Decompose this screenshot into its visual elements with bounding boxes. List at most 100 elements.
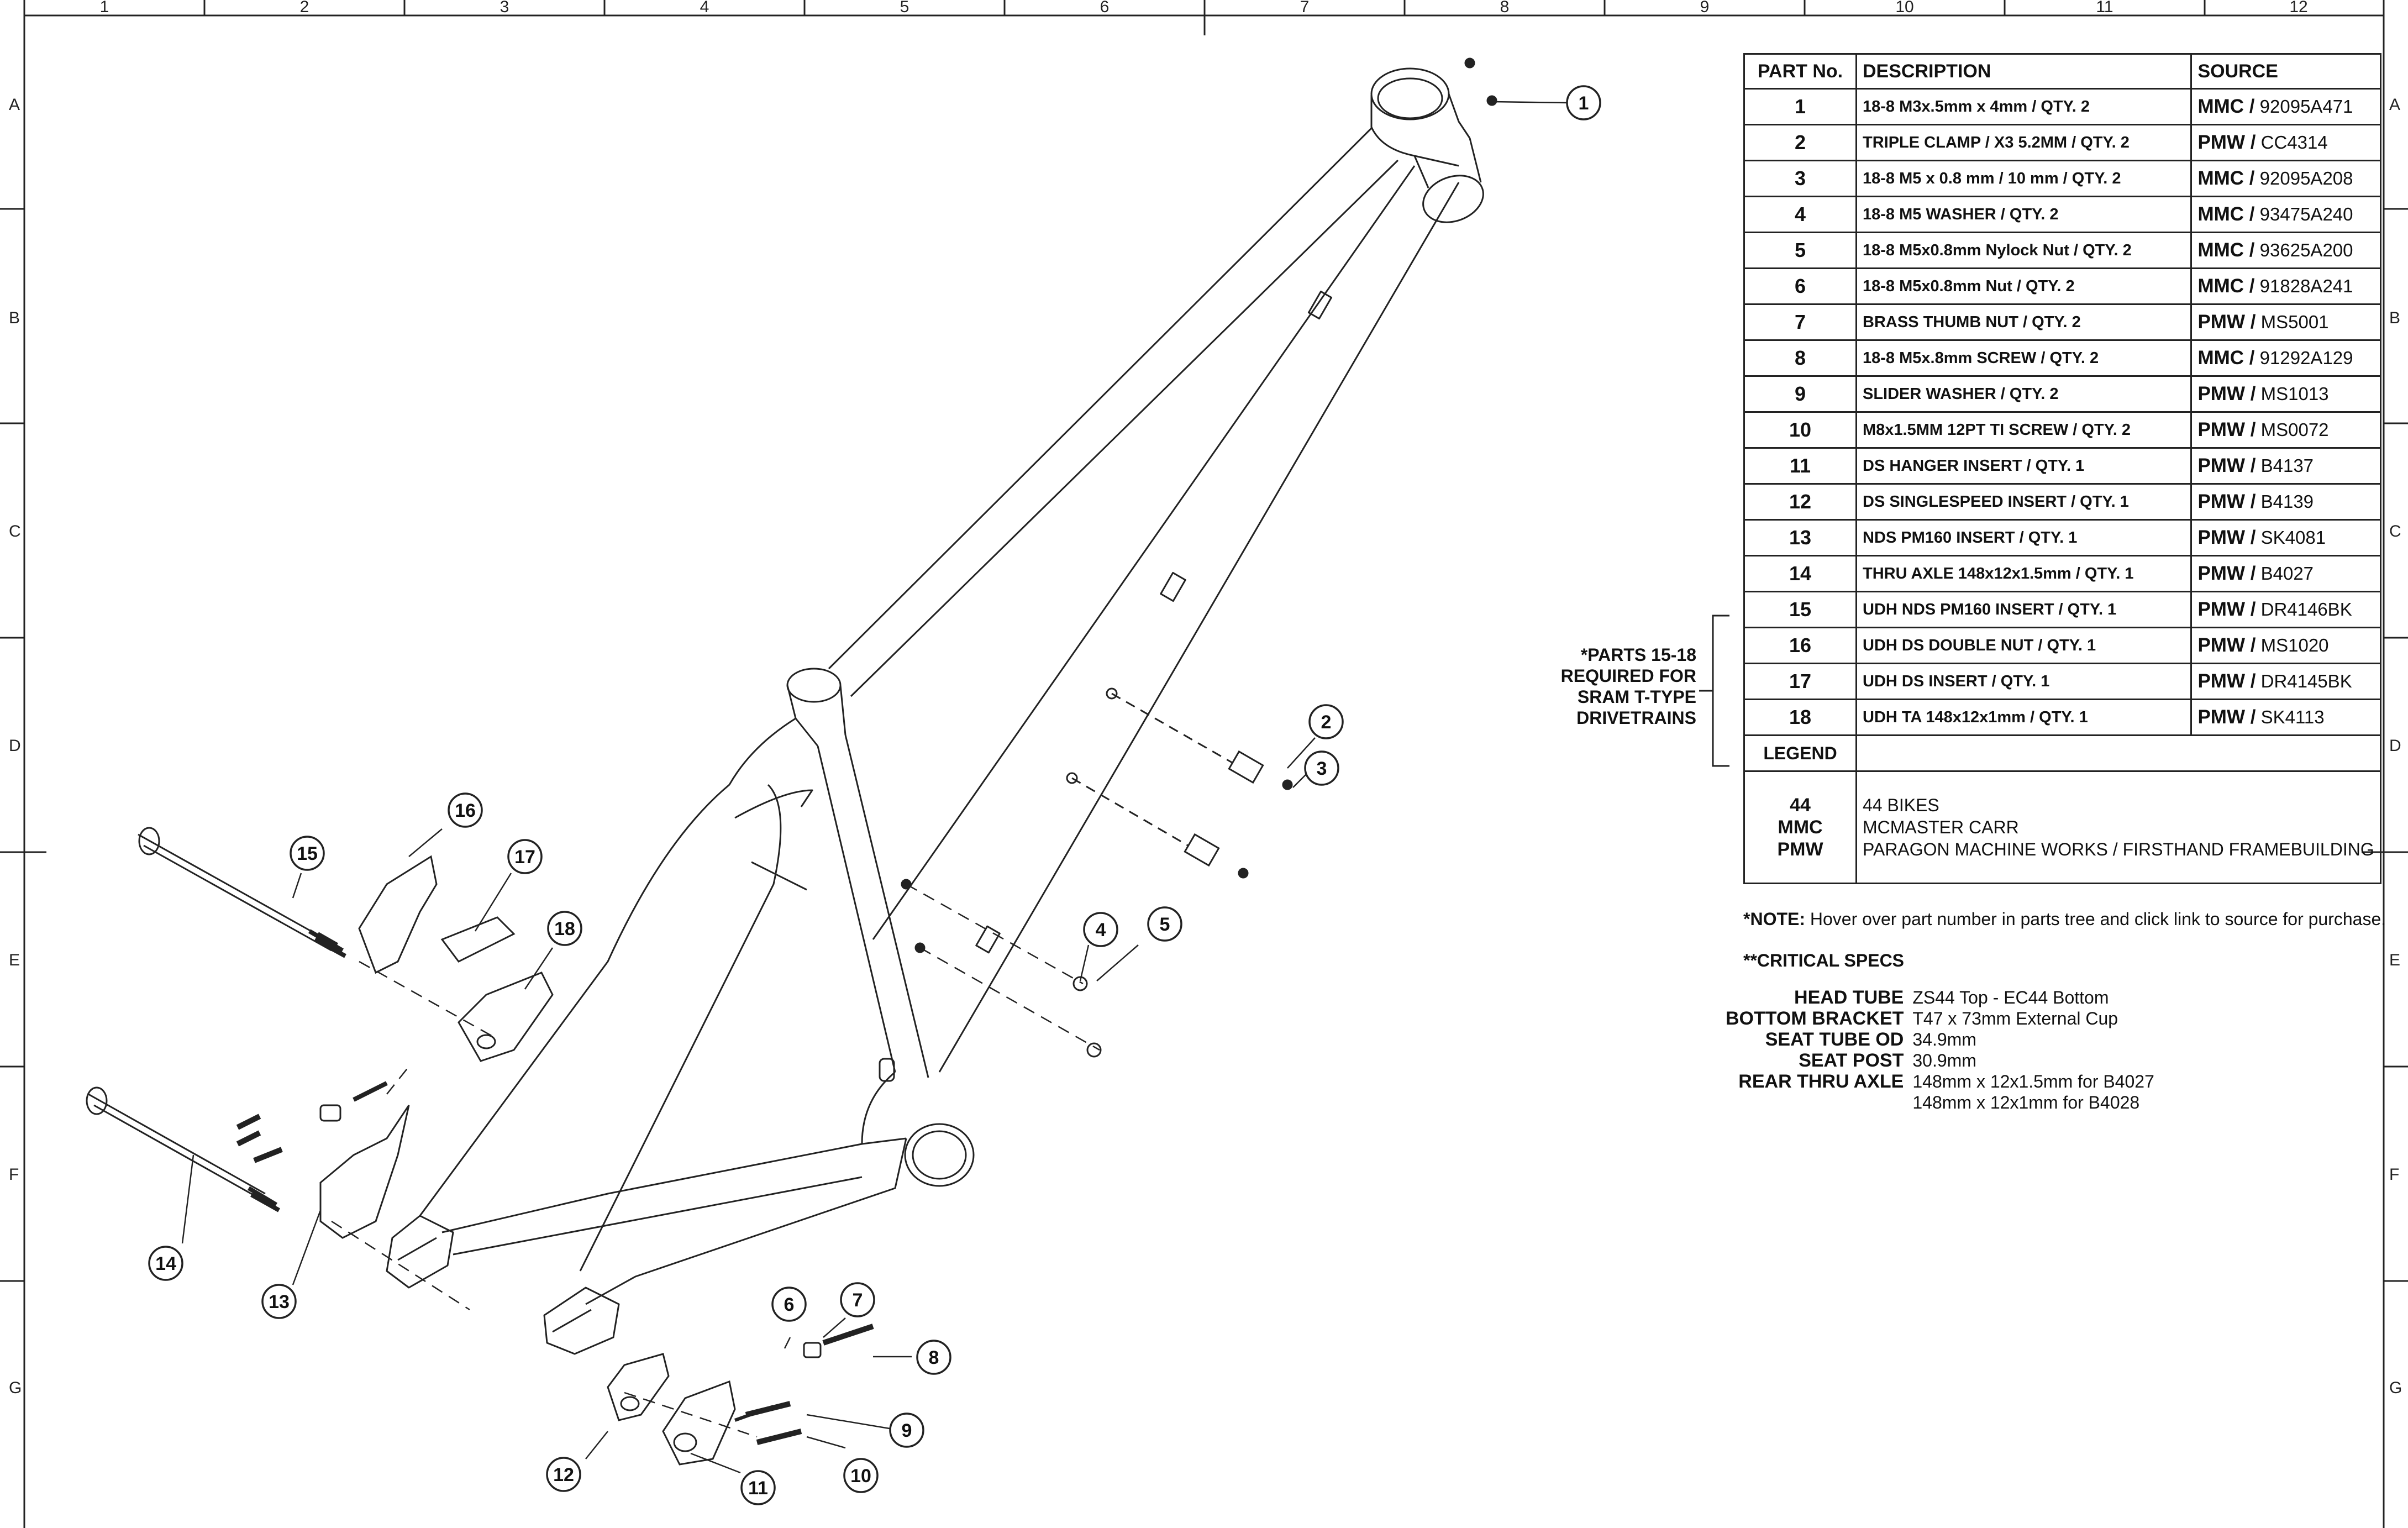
part-source[interactable]: PMW / SK4113	[2190, 699, 2381, 736]
source-vendor: PMW /	[2197, 706, 2256, 728]
part-description: 18-8 M5x0.8mm Nut / QTY. 2	[1855, 267, 2193, 305]
legend-code: 44	[1790, 795, 1811, 816]
critical-specs-title: **CRITICAL SPECS	[1743, 951, 1905, 970]
seat-tube	[728, 668, 929, 1078]
callout-9[interactable]: 9	[902, 1420, 912, 1441]
grid-row-label: F	[2389, 1165, 2400, 1184]
bike-frame	[386, 67, 1484, 1355]
ds-hanger-insert	[662, 1380, 736, 1466]
callout-14[interactable]: 14	[155, 1253, 176, 1274]
part-source[interactable]: PMW / B4139	[2190, 483, 2381, 521]
source-part-number: 91292A129	[2259, 348, 2353, 368]
grid-column-ticks	[203, 0, 2206, 35]
part-number[interactable]: 4	[1743, 196, 1857, 233]
udh-axle	[138, 833, 332, 952]
part-source[interactable]: MMC / 91828A241	[2190, 267, 2381, 305]
part-source[interactable]: MMC / 93475A240	[2190, 196, 2381, 233]
part-source[interactable]: PMW / B4027	[2190, 555, 2381, 592]
part-source[interactable]: MMC / 93625A200	[2190, 232, 2381, 269]
callout-6[interactable]: 6	[784, 1294, 795, 1315]
part-number[interactable]: 12	[1743, 483, 1857, 521]
spec-key: HEAD TUBE	[1794, 987, 1904, 1008]
part-source[interactable]: PMW / MS0072	[2190, 411, 2381, 449]
callout-2[interactable]: 2	[1321, 712, 1332, 733]
callout-18[interactable]: 18	[554, 918, 575, 939]
part-source[interactable]: MMC / 92095A208	[2190, 160, 2381, 197]
grid-row-label: G	[2389, 1379, 2402, 1397]
part-source[interactable]: PMW / MS1013	[2190, 375, 2381, 413]
part-number[interactable]: 18	[1743, 699, 1857, 736]
source-part-number: MS5001	[2260, 312, 2329, 332]
callout-16[interactable]: 16	[455, 800, 476, 821]
part-number[interactable]: 8	[1743, 339, 1857, 377]
spec-key: SEAT TUBE OD	[1765, 1029, 1904, 1050]
callout-5[interactable]: 5	[1160, 914, 1170, 935]
source-vendor: PMW /	[2197, 383, 2256, 405]
part-description: 18-8 M5x.8mm SCREW / QTY. 2	[1855, 339, 2193, 377]
part-number[interactable]: 9	[1743, 375, 1857, 413]
callout-circles	[148, 85, 1601, 1505]
note-text: Hover over part number in parts tree and…	[1805, 909, 2386, 929]
part-source[interactable]: MMC / 92095A471	[2190, 88, 2381, 125]
callout-7[interactable]: 7	[853, 1290, 863, 1311]
part-source[interactable]: PMW / MS5001	[2190, 303, 2381, 341]
part-number[interactable]: 14	[1743, 555, 1857, 592]
spec-key: BOTTOM BRACKET	[1726, 1008, 1904, 1029]
part-description: UDH NDS PM160 INSERT / QTY. 1	[1855, 591, 2193, 628]
part-number[interactable]: 6	[1743, 267, 1857, 305]
callout-11[interactable]: 11	[748, 1478, 768, 1499]
callout-15[interactable]: 15	[297, 843, 318, 864]
part-number[interactable]: 11	[1743, 447, 1857, 485]
part-source[interactable]: PMW / B4137	[2190, 447, 2381, 485]
part-source[interactable]: PMW / DR4146BK	[2190, 591, 2381, 628]
part-number[interactable]: 15	[1743, 591, 1857, 628]
grid-col-label: 6	[1100, 0, 1110, 16]
grid-col-label: 9	[1700, 0, 1710, 16]
legend-code: PMW	[1777, 839, 1823, 860]
part-description: DS HANGER INSERT / QTY. 1	[1855, 447, 2193, 485]
source-vendor: MMC /	[2197, 167, 2255, 189]
callout-3[interactable]: 3	[1317, 758, 1327, 779]
part-number[interactable]: 5	[1743, 232, 1857, 269]
part-description: TRIPLE CLAMP / X3 5.2MM / QTY. 2	[1855, 124, 2193, 161]
legend-names: 44 BIKES MCMASTER CARR PARAGON MACHINE W…	[1855, 770, 2381, 884]
callout-10[interactable]: 10	[850, 1466, 871, 1487]
callout-8[interactable]: 8	[929, 1347, 939, 1368]
part-number[interactable]: 3	[1743, 160, 1857, 197]
source-vendor: PMW /	[2197, 132, 2256, 153]
part-source[interactable]: PMW / MS1020	[2190, 627, 2381, 664]
callout-17[interactable]: 17	[514, 847, 535, 868]
source-vendor: MMC /	[2197, 96, 2255, 117]
part-source[interactable]: MMC / 91292A129	[2190, 339, 2381, 377]
source-part-number: DR4146BK	[2260, 599, 2352, 619]
part-description: BRASS THUMB NUT / QTY. 2	[1855, 303, 2193, 341]
part-source[interactable]: PMW / SK4081	[2190, 519, 2381, 556]
part-number[interactable]: 7	[1743, 303, 1857, 341]
callout-1[interactable]: 1	[1579, 93, 1589, 114]
grid-row-label: F	[9, 1165, 19, 1184]
part-number[interactable]: 10	[1743, 411, 1857, 449]
part-number[interactable]: 2	[1743, 124, 1857, 161]
grid-col-label: 11	[2096, 0, 2113, 16]
callout-4[interactable]: 4	[1096, 920, 1106, 941]
callout-12[interactable]: 12	[553, 1464, 574, 1485]
part-number[interactable]: 1	[1743, 88, 1857, 125]
part-source[interactable]: PMW / DR4145BK	[2190, 663, 2381, 700]
part-source[interactable]: PMW / CC4314	[2190, 124, 2381, 161]
callout-13[interactable]: 13	[269, 1291, 290, 1312]
part-number[interactable]: 13	[1743, 519, 1857, 556]
bottom-bracket	[861, 1058, 975, 1187]
part-number[interactable]: 17	[1743, 663, 1857, 700]
part-number[interactable]: 16	[1743, 627, 1857, 664]
